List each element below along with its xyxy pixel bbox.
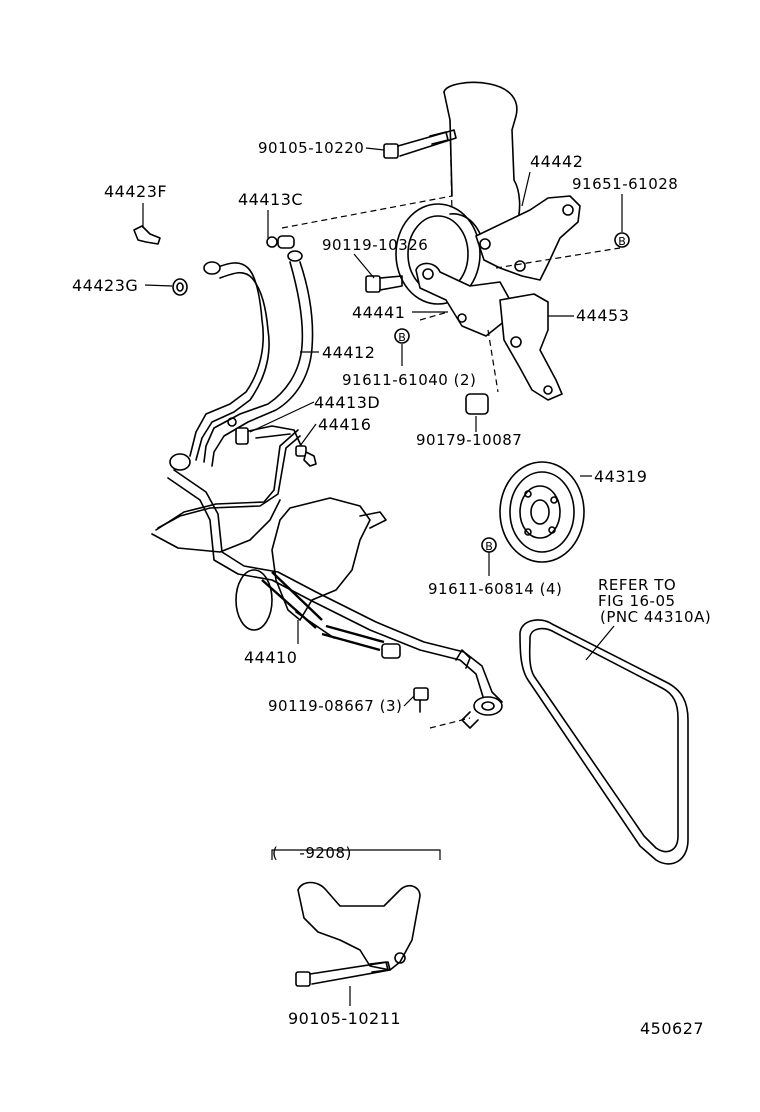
washer-symbol-91611-61040: B xyxy=(394,328,410,344)
pulley-44319 xyxy=(499,461,585,563)
v-belt xyxy=(519,619,689,865)
refer-to-line-2: FIG 16-05 xyxy=(598,592,676,610)
figure-number: 450627 xyxy=(640,1019,704,1038)
label-44423F: 44423F xyxy=(104,182,167,201)
label-90119-08667: 90119-08667 (3) xyxy=(268,697,402,715)
label-44410: 44410 xyxy=(244,648,297,667)
union-44416 xyxy=(295,445,317,467)
clip-44413C xyxy=(266,235,295,249)
refer-to-line-1: REFER TO xyxy=(598,576,676,594)
refer-to-line-3: (PNC 44310A) xyxy=(600,608,711,626)
bolt-90105-10220 xyxy=(383,129,457,159)
gasket-44423G xyxy=(172,278,188,296)
svg-text:B: B xyxy=(485,540,493,553)
inset-bracket-frame xyxy=(271,849,441,860)
label-date-range: ( -9208) xyxy=(272,844,352,862)
washer-symbol-91611-60814: B xyxy=(481,537,497,553)
union-44423F xyxy=(133,225,161,245)
label-44319: 44319 xyxy=(594,467,647,486)
label-44442: 44442 xyxy=(530,152,583,171)
leader-lines xyxy=(142,147,623,1006)
clamp-44413D xyxy=(227,417,249,445)
bracket-44453 xyxy=(499,293,563,401)
label-44412: 44412 xyxy=(322,343,375,362)
label-44441: 44441 xyxy=(352,303,405,322)
pump-bracket-44441 xyxy=(415,262,511,337)
label-91651-61028: 91651-61028 xyxy=(572,175,678,193)
engine-block-outline xyxy=(443,81,521,227)
svg-text:B: B xyxy=(398,331,406,344)
label-90179-10087: 90179-10087 xyxy=(416,431,522,449)
label-44416: 44416 xyxy=(318,415,371,434)
spacer-90179-10087 xyxy=(465,393,489,415)
bolt-90119-08667 xyxy=(413,687,429,713)
svg-text:B: B xyxy=(618,235,626,248)
label-90105-10211: 90105-10211 xyxy=(288,1009,401,1028)
label-91611-61040: 91611-61040 (2) xyxy=(342,371,476,389)
label-90119-10326: 90119-10326 xyxy=(322,236,428,254)
label-44413C: 44413C xyxy=(238,190,303,209)
label-44423G: 44423G xyxy=(72,276,138,295)
inset-bracket xyxy=(297,881,421,971)
label-90105-10220: 90105-10220 xyxy=(258,139,364,157)
return-tube-assembly xyxy=(151,425,503,729)
bolt-90119-10326 xyxy=(365,275,403,293)
label-44453: 44453 xyxy=(576,306,629,325)
pump-bracket-44442 xyxy=(475,195,581,281)
label-91611-60814: 91611-60814 (4) xyxy=(428,580,562,598)
label-44413D: 44413D xyxy=(314,393,380,412)
washer-symbol-91651-61028: B xyxy=(614,232,630,248)
bolt-90105-10211 xyxy=(295,961,391,987)
